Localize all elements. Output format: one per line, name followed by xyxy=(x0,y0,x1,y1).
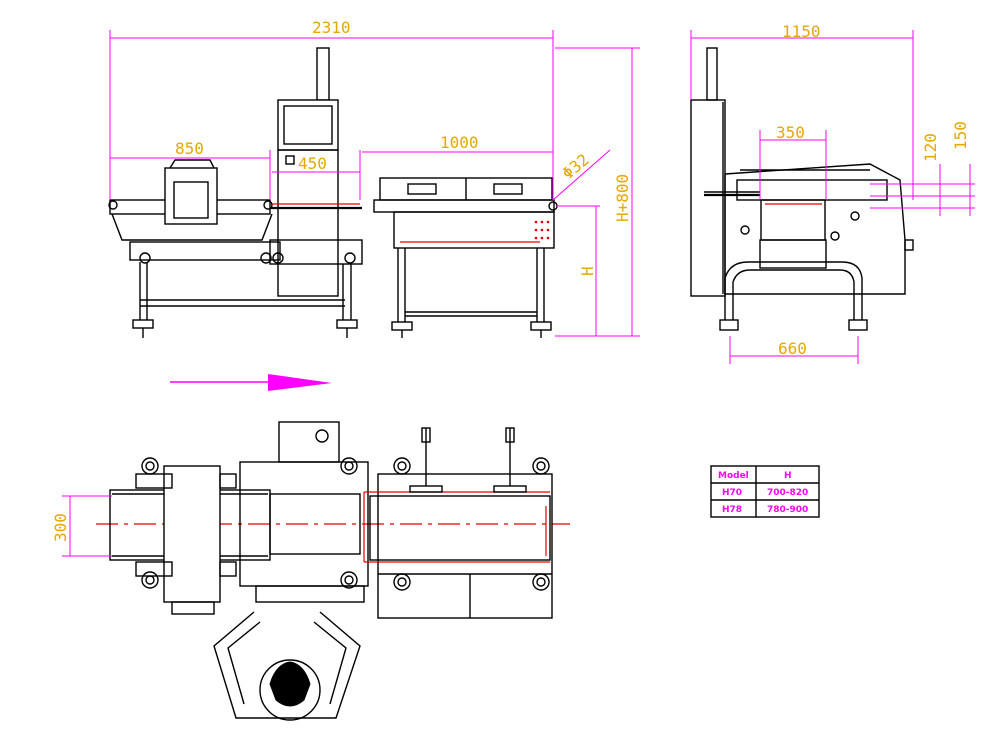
dim-side-conveyor: 350 xyxy=(776,123,805,142)
dim-belt-width: 300 xyxy=(51,513,70,542)
front-dimensions xyxy=(109,30,640,337)
red-dot-grid xyxy=(534,220,550,240)
dim-side-150: 150 xyxy=(951,121,970,150)
dim-side-120: 120 xyxy=(921,133,940,162)
dim-overall-length: 2310 xyxy=(312,18,351,37)
side-view xyxy=(690,47,914,331)
table-cell-model-2: H78 xyxy=(722,505,742,515)
foot-markers-right xyxy=(393,457,550,591)
dim-checkweigher-length: 1000 xyxy=(440,133,479,152)
dim-height: H xyxy=(578,266,597,276)
dim-metal-detector-length: 850 xyxy=(175,139,204,158)
dim-side-base: 660 xyxy=(778,339,807,358)
dim-roller-diameter: Φ32 xyxy=(558,150,592,183)
flow-direction-arrow xyxy=(170,374,332,391)
table-cell-range-1: 700-820 xyxy=(767,488,808,498)
top-view xyxy=(96,421,570,619)
table-cell-model-1: H70 xyxy=(722,488,742,498)
dim-height-total: H+800 xyxy=(613,174,632,222)
dim-side-width: 1150 xyxy=(782,22,821,41)
model-table xyxy=(710,465,820,518)
dim-gap: 450 xyxy=(298,154,327,173)
table-cell-range-2: 780-900 xyxy=(767,505,808,515)
table-header-model: Model xyxy=(718,471,749,481)
front-view xyxy=(108,47,558,338)
table-header-h: H xyxy=(784,471,792,481)
top-dimensions xyxy=(62,495,112,557)
operator-figure xyxy=(213,611,361,721)
foot-markers-left xyxy=(141,457,159,589)
side-dimensions xyxy=(690,30,975,364)
foot-markers-middle xyxy=(340,457,358,589)
